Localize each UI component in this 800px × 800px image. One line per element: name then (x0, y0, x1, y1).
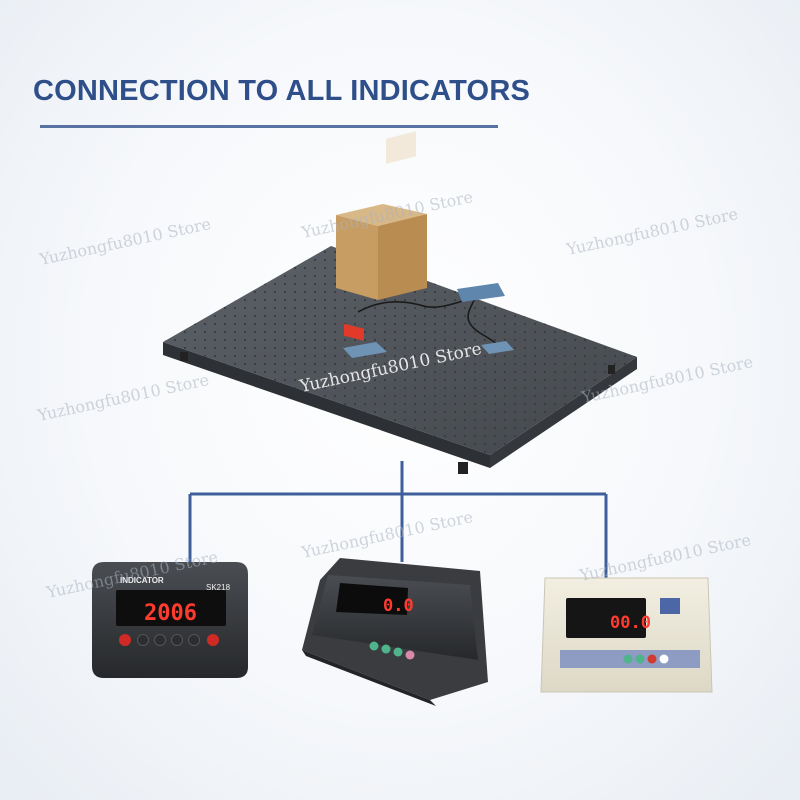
scale-foot (458, 462, 468, 474)
power-button (119, 634, 131, 646)
indicator-window (660, 598, 680, 614)
scale-foot (180, 352, 188, 361)
function-button (381, 644, 391, 654)
function-button (635, 654, 645, 664)
connector-lines (188, 461, 608, 578)
title-underline (40, 125, 498, 128)
indicator-display: 2006 (144, 601, 197, 626)
floor-scale-platform (163, 246, 637, 474)
enter-button (207, 634, 219, 646)
page-title: CONNECTION TO ALL INDICATORS (33, 75, 530, 107)
indicator-model: SK218 (206, 583, 231, 592)
scale-foot (608, 365, 615, 374)
function-button (393, 647, 403, 657)
function-button (188, 634, 200, 646)
junction-box (457, 283, 505, 302)
cardboard-box (336, 131, 427, 341)
load-cell-cover (481, 341, 514, 354)
function-button (137, 634, 149, 646)
load-cell-cover (343, 342, 387, 358)
indicator-display: 00.0 (610, 613, 651, 633)
indicator-beige: 00.0 (540, 577, 713, 693)
function-button (154, 634, 166, 646)
indicator-desktop: 0.0 (302, 558, 488, 706)
box-print (344, 323, 364, 341)
function-button (623, 654, 633, 664)
function-button (369, 641, 379, 651)
function-button (405, 650, 415, 660)
function-button (171, 634, 183, 646)
indicator-brand-label: INDICATOR (120, 576, 164, 585)
indicator-display: 0.0 (383, 596, 414, 616)
function-button (647, 654, 657, 664)
indicator-sk218: INDICATOR SK218 2006 (92, 562, 248, 678)
function-button (659, 654, 669, 664)
box-label (386, 131, 416, 164)
